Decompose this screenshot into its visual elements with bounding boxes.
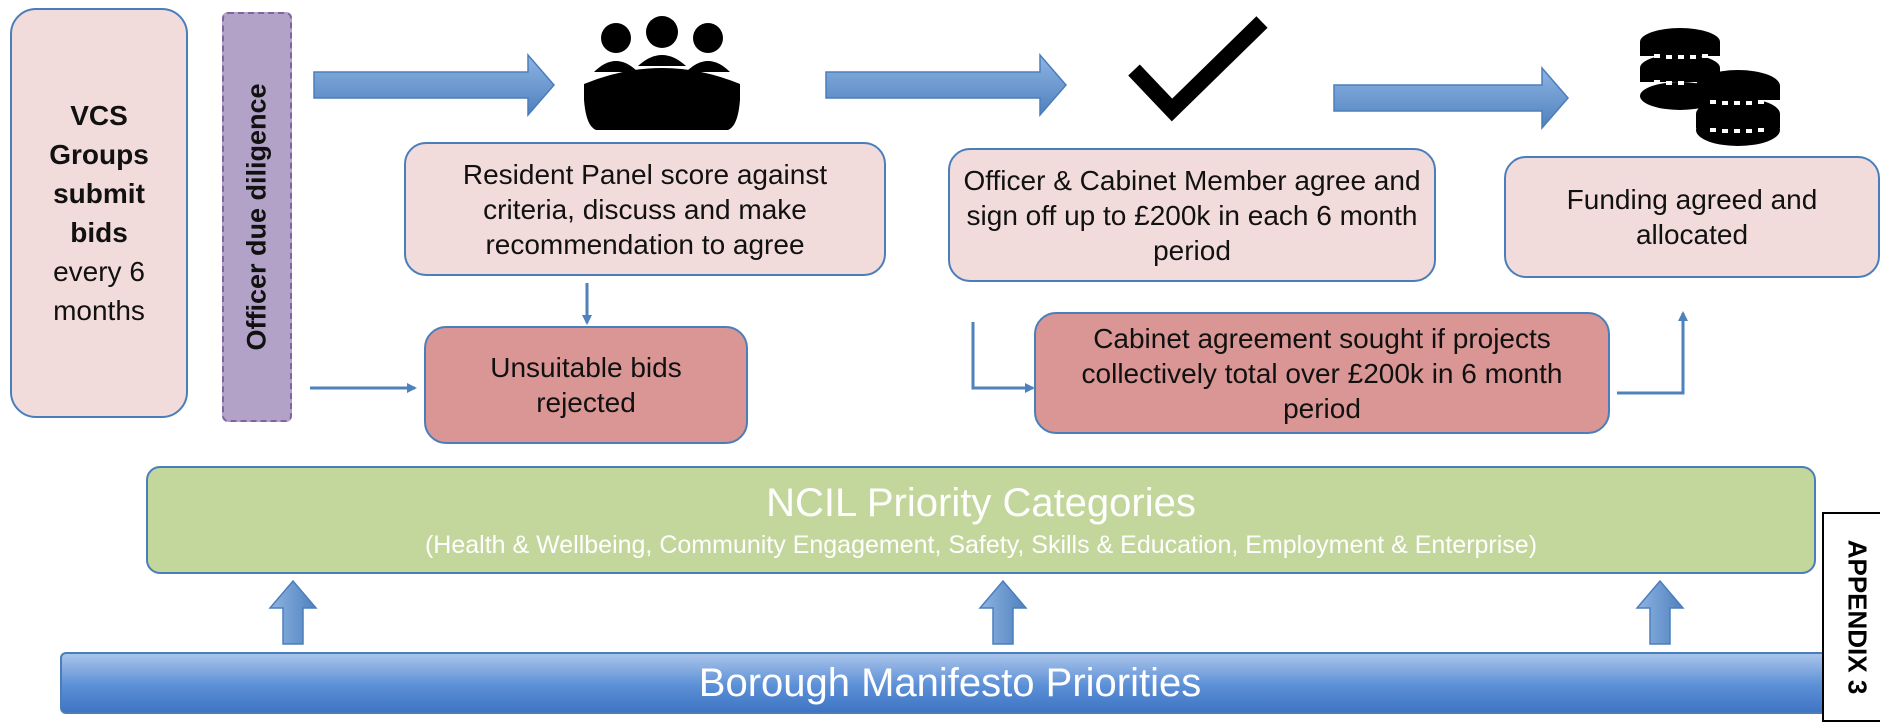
up-arrow-middle (978, 579, 1028, 645)
coins-icon (1640, 28, 1780, 146)
arrow-to-funding (1617, 311, 1688, 395)
unsuitable-bids-box: Unsuitable bids rejected (424, 326, 748, 444)
vcs-line-6: months (53, 295, 145, 326)
officer-cabinet-text: Officer & Cabinet Member agree and sign … (963, 164, 1421, 266)
flow-arrow-3 (1333, 65, 1569, 131)
appendix-label: APPENDIX 3 (1842, 539, 1873, 695)
unsuitable-bids-text: Unsuitable bids rejected (490, 352, 682, 418)
vcs-line-2: Groups (49, 139, 149, 170)
ncil-subtitle: (Health & Wellbeing, Community Engagemen… (424, 531, 1538, 559)
vcs-line-1: VCS (70, 100, 128, 131)
funding-text: Funding agreed and allocated (1566, 184, 1818, 250)
officer-cabinet-box: Officer & Cabinet Member agree and sign … (948, 148, 1436, 282)
people-meeting-icon (584, 16, 740, 130)
officer-due-diligence-box: Officer due diligence (222, 12, 292, 422)
flow-arrow-2 (825, 52, 1067, 118)
cabinet-agreement-text: Cabinet agreement sought if projects col… (1081, 322, 1563, 424)
up-arrow-right (1635, 579, 1685, 645)
checkmark-icon (1128, 16, 1268, 122)
resident-panel-box: Resident Panel score against criteria, d… (404, 142, 886, 276)
borough-manifesto-text: Borough Manifesto Priorities (698, 660, 1202, 705)
flow-arrow-1 (313, 52, 555, 118)
borough-manifesto-bar: Borough Manifesto Priorities (60, 652, 1840, 714)
ncil-priority-box: NCIL Priority Categories (Health & Wellb… (146, 466, 1816, 574)
vcs-line-3: submit (53, 178, 145, 209)
cabinet-agreement-box: Cabinet agreement sought if projects col… (1034, 312, 1610, 434)
appendix-label-box: APPENDIX 3 (1822, 512, 1880, 722)
vcs-groups-box: VCS Groups submit bids every 6 months (10, 8, 188, 418)
up-arrow-left (268, 579, 318, 645)
resident-panel-text: Resident Panel score against criteria, d… (462, 158, 828, 260)
arrow-to-cabinet (971, 322, 1035, 393)
officer-due-diligence-label: Officer due diligence (241, 83, 272, 351)
vcs-line-5: every 6 (53, 256, 145, 287)
ncil-title: NCIL Priority Categories (766, 481, 1196, 525)
funding-box: Funding agreed and allocated (1504, 156, 1880, 278)
vcs-line-4: bids (70, 217, 128, 248)
